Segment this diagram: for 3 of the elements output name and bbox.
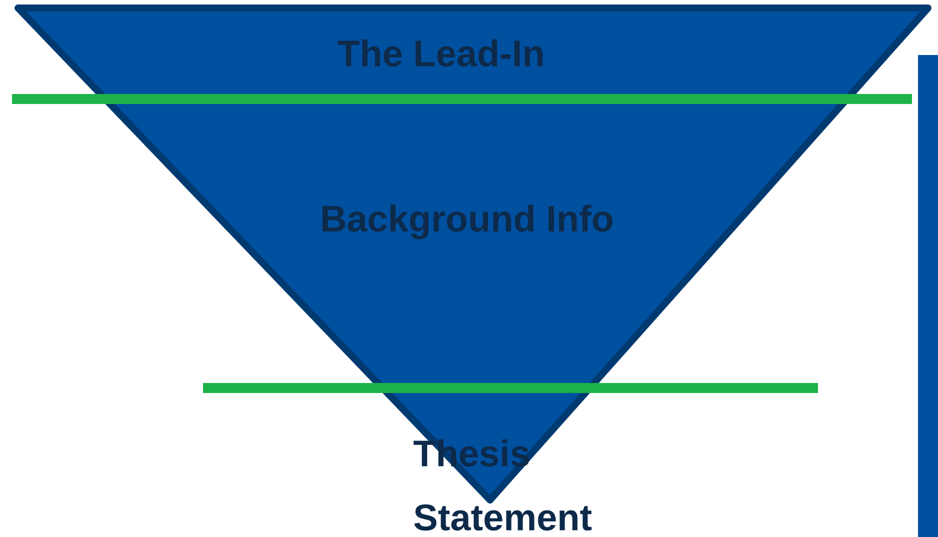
- side-bar: [918, 55, 938, 537]
- stage-label: Background Info: [322, 204, 612, 240]
- stage-label: The Lead-In: [338, 39, 542, 67]
